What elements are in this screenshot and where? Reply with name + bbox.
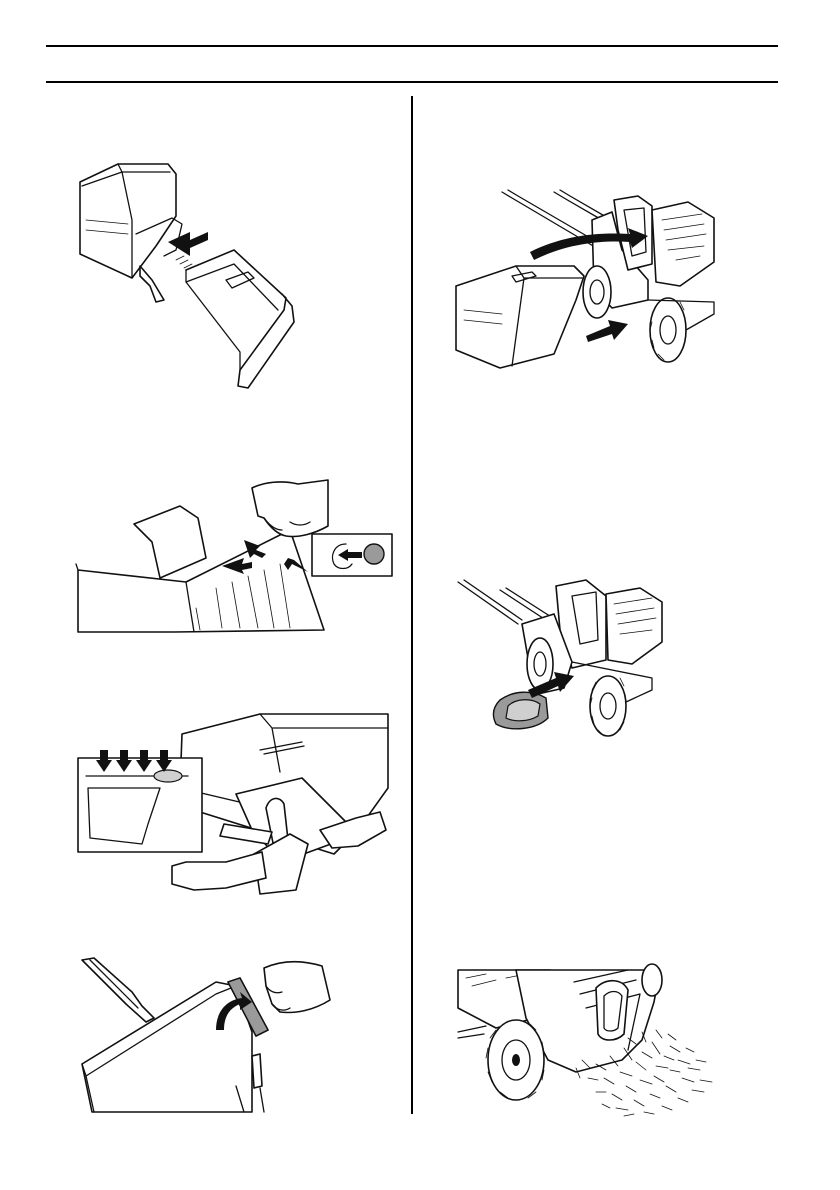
figure-attach-frame-to-bag (72, 160, 312, 392)
figure-hang-grass-catcher-on-mower (452, 190, 722, 370)
column-divider (411, 96, 413, 1114)
figure-clip-bag-to-frame (76, 478, 392, 634)
figure-side-discharge-clippings (456, 968, 720, 1116)
figure-insert-mulching-plug (456, 578, 670, 742)
figure-press-bag-edge-onto-frame (76, 712, 402, 912)
header-rule-top (46, 45, 778, 47)
figure-fold-frame-edge (76, 956, 332, 1112)
header-rule-bottom (46, 81, 778, 83)
